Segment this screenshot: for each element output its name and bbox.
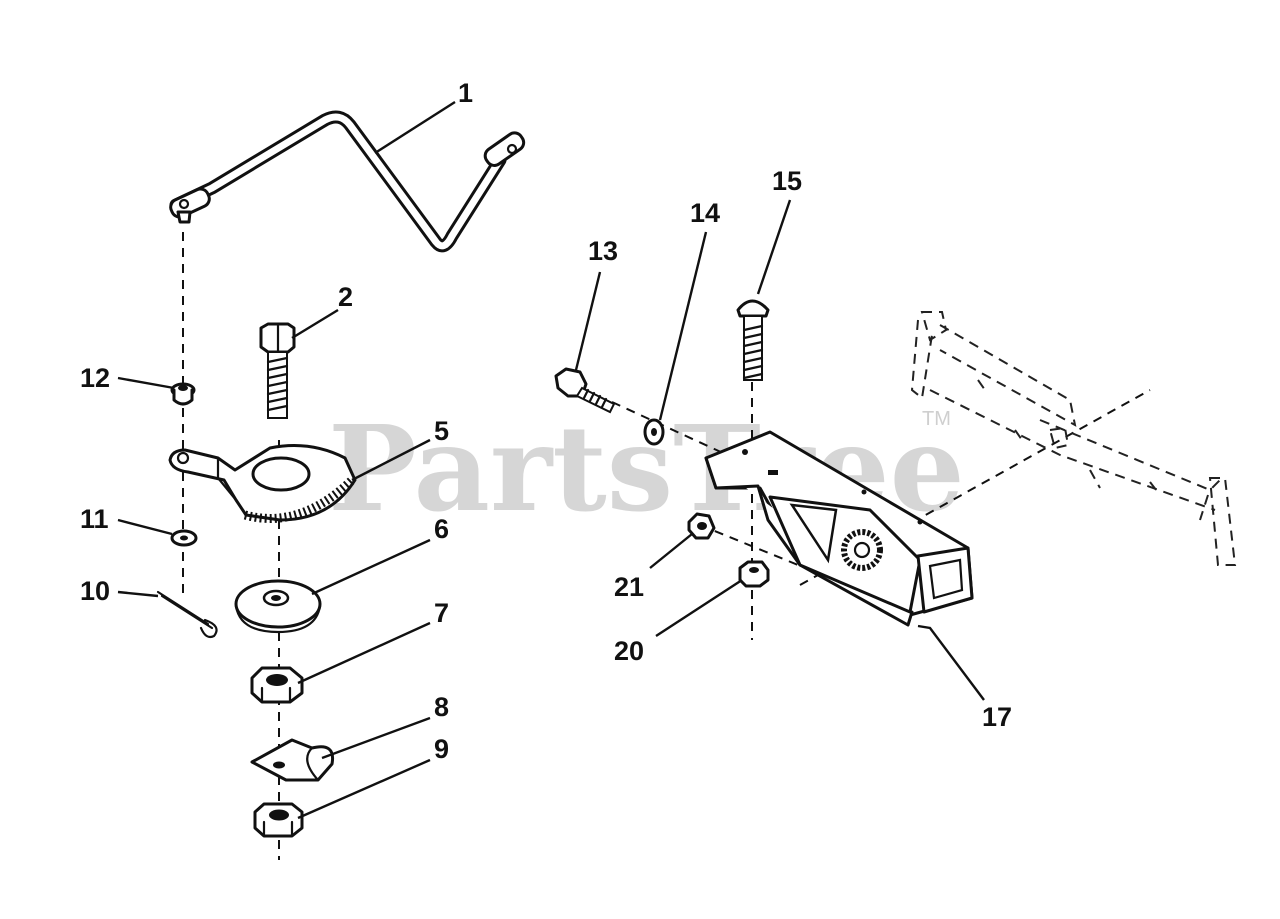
- callout-17: 17: [982, 702, 1012, 732]
- callout-1: 1: [458, 78, 473, 108]
- callout-11: 11: [80, 504, 109, 534]
- part-hex-nut-lower: [253, 802, 304, 838]
- watermark-trademark: TM: [922, 408, 951, 430]
- callout-2: 2: [338, 282, 353, 312]
- leader-lines: [117, 100, 985, 820]
- part-cotter-pin: [156, 590, 218, 639]
- ghost-frame: [910, 311, 1237, 566]
- part-spacer-clip: [250, 738, 335, 782]
- callout-5: 5: [434, 416, 449, 446]
- callout-10: 10: [80, 576, 110, 606]
- part-nut-small: [687, 512, 716, 540]
- callout-21: 21: [614, 572, 644, 602]
- part-hex-bolt: [259, 322, 296, 419]
- part-hex-bolt-angled: [554, 367, 616, 414]
- part-bracket-assembly: [704, 430, 974, 627]
- callout-13: 13: [588, 236, 618, 266]
- callout-7: 7: [434, 598, 449, 628]
- part-carriage-bolt: [736, 299, 770, 381]
- callout-15: 15: [772, 166, 802, 196]
- callout-14: 14: [690, 198, 720, 228]
- part-large-washer: [234, 579, 322, 634]
- part-washer-flat: [643, 418, 665, 446]
- callout-6: 6: [434, 514, 449, 544]
- part-sector-gear: [168, 444, 357, 523]
- callout-9: 9: [434, 734, 449, 764]
- part-hex-nut-upper: [250, 666, 304, 704]
- part-nut-flange: [738, 560, 770, 588]
- part-washer-small: [170, 529, 198, 547]
- part-bushing: [170, 382, 196, 406]
- callout-12: 12: [80, 363, 110, 393]
- part-control-rod: [169, 110, 526, 253]
- callout-20: 20: [614, 636, 644, 666]
- callout-8: 8: [434, 692, 449, 722]
